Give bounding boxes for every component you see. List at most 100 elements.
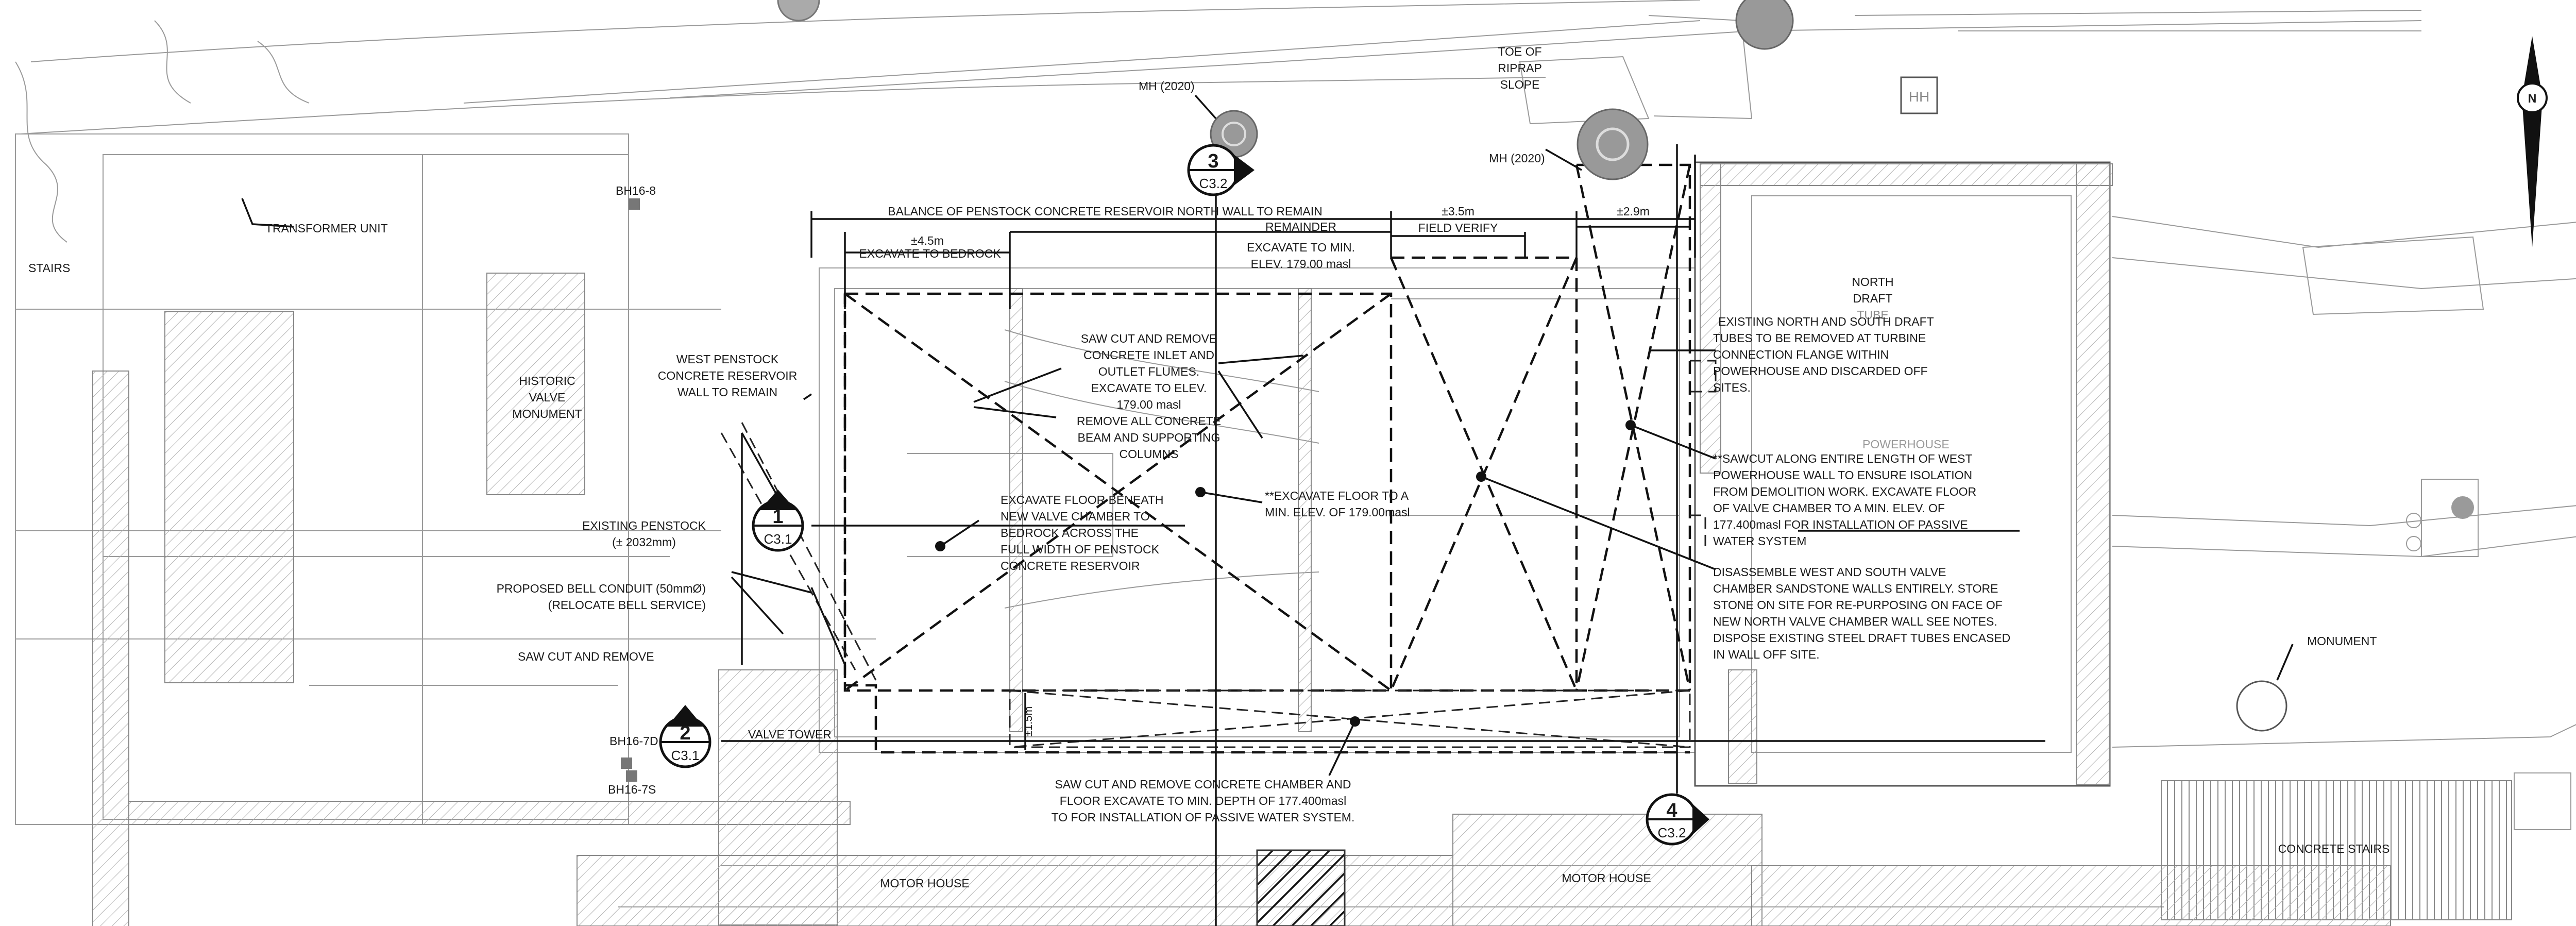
dim-4-5m-label: ±4.5m (911, 234, 944, 247)
dim-1-5m-label: ±1.5m (1023, 706, 1035, 736)
callout-2-number: 2 (680, 722, 690, 744)
saw-cut-inlet-line-7: BEAM AND SUPPORTING (1078, 431, 1221, 444)
hh-label: HH (1909, 89, 1929, 105)
historic-valve-line-2: VALVE (529, 391, 566, 404)
existing-draft-tubes-line-2: TUBES TO BE REMOVED AT TURBINE (1713, 331, 1926, 345)
bh16-8-label: BH16-8 (616, 184, 656, 197)
callout-4-number: 4 (1666, 800, 1677, 821)
section-callout-3 (1187, 144, 1255, 196)
leader-lines (241, 94, 2294, 776)
existing-penstock-line-2: (± 2032mm) (612, 535, 676, 549)
callout-4-sheet: C3.2 (1658, 825, 1686, 840)
borehole-marker-icon (629, 198, 640, 210)
existing-penstock-line-1: EXISTING PENSTOCK (582, 519, 706, 532)
west-penstock-line-1: WEST PENSTOCK (676, 352, 779, 366)
historic-valve-line-3: MONUMENT (512, 407, 582, 420)
saw-cut-inlet-line-6: REMOVE ALL CONCRETE (1077, 414, 1221, 428)
saw-cut-remove-label: SAW CUT AND REMOVE (518, 650, 654, 663)
callout-2-sheet: C3.1 (671, 748, 700, 763)
dim-3-5m-label: ±3.5m (1442, 205, 1475, 218)
existing-draft-tubes-line-4: POWERHOUSE AND DISCARDED OFF (1713, 364, 1928, 378)
excavate-floor-beneath-line-4: FULL WIDTH OF PENSTOCK (1001, 543, 1160, 556)
saw-cut-inlet-line-8: COLUMNS (1119, 447, 1178, 461)
saw-cut-chamber-line-2: FLOOR EXCAVATE TO MIN. DEPTH OF 177.400m… (1060, 794, 1346, 807)
disassemble-line-4: NEW NORTH VALVE CHAMBER WALL SEE NOTES. (1713, 615, 1997, 628)
north-arrow-icon (2517, 36, 2548, 247)
toe-of-riprap-line-3: SLOPE (1500, 78, 1540, 91)
sawcut-along-line-1: **SAWCUT ALONG ENTIRE LENGTH OF WEST (1713, 452, 1973, 465)
bell-conduit-line-2: (RELOCATE BELL SERVICE) (548, 598, 706, 612)
saw-cut-chamber-line-1: SAW CUT AND REMOVE CONCRETE CHAMBER AND (1055, 778, 1351, 791)
remainder-label: REMAINDER (1265, 220, 1336, 233)
motor-house-right-label: MOTOR HOUSE (1562, 871, 1651, 885)
section-callout-2 (659, 705, 711, 768)
excavate-floor-beneath-line-5: CONCRETE RESERVOIR (1001, 559, 1140, 573)
bell-conduit-line-1: PROPOSED BELL CONDUIT (50mmØ) (497, 582, 706, 595)
transformer-unit-label: TRANSFORMER UNIT (265, 222, 388, 235)
saw-cut-chamber-line-3: TO FOR INSTALLATION OF PASSIVE WATER SYS… (1052, 811, 1355, 824)
toe-of-riprap-line-2: RIPRAP (1498, 61, 1542, 75)
callout-3-sheet: C3.2 (1199, 176, 1228, 191)
west-penstock-line-3: WALL TO REMAIN (677, 385, 777, 399)
removal-zone-east (1577, 163, 1691, 692)
excavate-min-elev-line-2: ELEV. 179.00 masl (1251, 257, 1351, 271)
disassemble-line-6: IN WALL OFF SITE. (1713, 648, 1820, 661)
disassemble-line-1: DISASSEMBLE WEST AND SOUTH VALVE (1713, 565, 1946, 579)
sawcut-along-line-5: 177.400masl FOR INSTALLATION OF PASSIVE (1713, 518, 1968, 531)
dim-2-9m-label: ±2.9m (1617, 205, 1650, 218)
north-draft-tube-line-1: NORTH (1852, 275, 1893, 289)
excavate-min-elev-line-1: EXCAVATE TO MIN. (1247, 241, 1355, 254)
hatched-walls (92, 163, 2391, 926)
callout-1-number: 1 (772, 506, 783, 528)
callout-1-sheet: C3.1 (764, 531, 792, 547)
borehole-marker-icon (621, 757, 637, 782)
north-arrow-letter: N (2528, 92, 2537, 105)
powerhouse-fragment-label: POWERHOUSE (1862, 437, 1950, 451)
disassemble-line-5: DISPOSE EXISTING STEEL DRAFT TUBES ENCAS… (1713, 631, 2010, 645)
north-draft-tube-line-2: DRAFT (1853, 292, 1893, 305)
existing-draft-tubes-line-1: EXISTING NORTH AND SOUTH DRAFT (1718, 315, 1934, 328)
saw-cut-inlet-line-2: CONCRETE INLET AND (1083, 348, 1214, 362)
bh16-7d-label: BH16-7D (609, 734, 658, 748)
excavate-floor-beneath-line-3: BEDROCK ACROSS THE (1001, 526, 1139, 540)
saw-cut-inlet-line-4: EXCAVATE TO ELEV. (1091, 381, 1207, 395)
sawcut-along-line-2: POWERHOUSE WALL TO ENSURE ISOLATION (1713, 468, 1972, 482)
removal-zone-chamber (1009, 689, 1691, 748)
disassemble-line-3: STONE ON SITE FOR RE-PURPOSING ON FACE O… (1713, 598, 2003, 612)
toe-of-riprap-line-1: TOE OF (1498, 45, 1541, 58)
valve-tower-label: VALVE TOWER (748, 728, 832, 741)
manhole-icon (1577, 108, 1649, 180)
existing-draft-tubes-line-5: SITES. (1713, 381, 1751, 394)
monument-label: MONUMENT (2307, 634, 2377, 648)
field-verify-label: FIELD VERIFY (1418, 221, 1498, 234)
west-penstock-line-2: CONCRETE RESERVOIR (658, 369, 798, 382)
annotation-text: 1 C3.1 2 C3.1 3 C3.2 4 C3.2 MH (2020) MH… (28, 45, 2536, 890)
disassemble-line-2: CHAMBER SANDSTONE WALLS ENTIRELY. STORE (1713, 582, 1998, 595)
sawcut-along-line-6: WATER SYSTEM (1713, 534, 1806, 548)
symbols (621, 0, 2548, 782)
existing-draft-tubes-line-3: CONNECTION FLANGE WITHIN (1713, 348, 1889, 361)
dimension-lines (721, 144, 2045, 926)
excavate-floor-beneath-line-1: EXCAVATE FLOOR BENEATH (1001, 493, 1164, 507)
saw-cut-inlet-line-1: SAW CUT AND REMOVE (1081, 332, 1217, 345)
callout-3-number: 3 (1208, 150, 1218, 172)
manhole-icon (1735, 0, 1794, 50)
saw-cut-inlet-line-3: OUTLET FLUMES. (1098, 365, 1199, 378)
section-callout-4 (1646, 793, 1709, 846)
mh-label-right: MH (2020) (1489, 151, 1545, 165)
mh-label-left: MH (2020) (1139, 79, 1195, 93)
excavate-bedrock-label: EXCAVATE TO BEDROCK (859, 247, 1001, 260)
sawcut-along-line-4: OF VALVE CHAMBER TO A MIN. ELEV. OF (1713, 501, 1945, 515)
historic-valve-line-1: HISTORIC (519, 374, 575, 388)
concrete-stairs-label: CONCRETE STAIRS (2278, 842, 2390, 855)
excavate-floor-beneath-line-2: NEW VALVE CHAMBER TO (1001, 510, 1150, 523)
north-draft-tube-line-3: TUBE (1857, 308, 1888, 322)
saw-cut-inlet-line-5: 179.00 masl (1116, 398, 1181, 411)
bh16-7s-label: BH16-7S (608, 783, 656, 796)
excavate-floor-min-line-2: MIN. ELEV. OF 179.00masl (1265, 506, 1410, 519)
stairs-label: STAIRS (28, 261, 70, 275)
section-callout-1 (752, 490, 804, 552)
motor-house-left-label: MOTOR HOUSE (880, 877, 969, 890)
sawcut-along-line-3: FROM DEMOLITION WORK. EXCAVATE FLOOR (1713, 485, 1976, 498)
